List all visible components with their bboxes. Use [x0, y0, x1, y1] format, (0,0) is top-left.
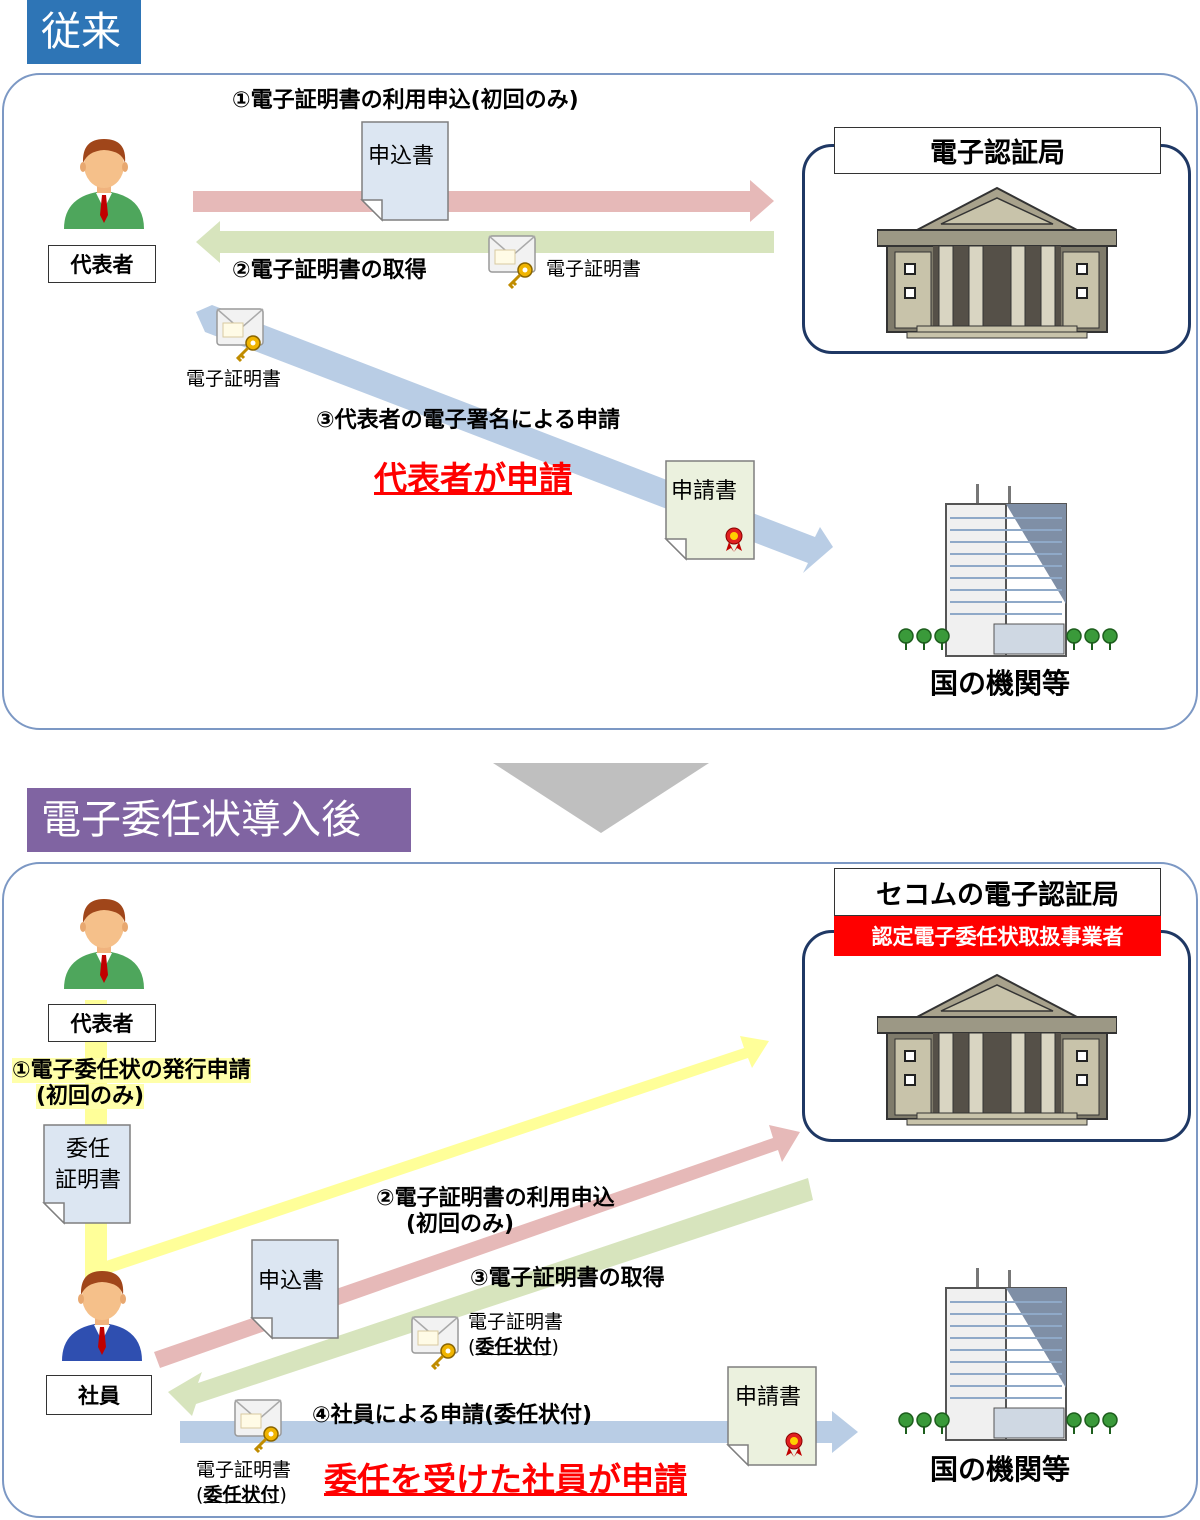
cert-label-bottom: 電子証明書 (委任状付): [196, 1458, 291, 1507]
cert-bottom-text: 委任状付: [203, 1483, 280, 1506]
arrow-obtain-after: [168, 1178, 813, 1416]
document-page-icon: [726, 1366, 817, 1467]
ca-badge: 認定電子委任状取扱事業者: [834, 916, 1161, 956]
step2-before: ②電子証明書の取得: [232, 258, 427, 283]
step2-after-line2: (初回のみ): [406, 1212, 515, 1238]
ministry-after: 国の機関等: [930, 1453, 1071, 1486]
arrow-delegation-request: [100, 1036, 769, 1275]
application-doc-before: 申請書: [671, 479, 738, 504]
step3-before: ③代表者の電子署名による申請: [316, 408, 620, 433]
businessman-icon: [62, 1271, 142, 1361]
cert-mid-open: (: [468, 1335, 476, 1358]
step3-after: ③電子証明書の取得: [470, 1266, 665, 1291]
step1-after-line1: ①電子委任状の発行申請: [12, 1058, 251, 1083]
cert-label-top: 電子証明書: [546, 258, 642, 280]
application-form-after: 申込書: [258, 1269, 325, 1294]
after-header: 電子委任状導入後: [27, 788, 411, 852]
before-header: 従来: [27, 0, 141, 64]
step4-after: ④社員による申請(委任状付): [312, 1403, 593, 1428]
cert-bottom-line1: 電子証明書: [196, 1459, 292, 1481]
certificate-key-icon: [410, 1315, 460, 1371]
cert-label-left: 電子証明書: [186, 368, 282, 390]
arrow-obtain-before: [196, 221, 774, 263]
arrow-apply-before: [193, 180, 774, 222]
arrow-submit-after: [180, 1411, 858, 1453]
application-form-before: 申込書: [368, 144, 435, 169]
step1-before: ①電子証明書の利用申込(初回のみ): [232, 88, 579, 113]
emphasis-after: 委任を受けた社員が申請: [324, 1460, 687, 1499]
step1-after-line2: (初回のみ): [36, 1084, 145, 1110]
transition-arrow: [493, 763, 709, 833]
office-tower-icon: [898, 1268, 1118, 1441]
cert-label-mid: 電子証明書 (委任状付): [468, 1310, 563, 1359]
employee-label: 社員: [46, 1375, 152, 1415]
step1-after: ①電子委任状の発行申請 (初回のみ): [12, 1058, 251, 1111]
representative-label-before: 代表者: [48, 245, 156, 283]
emphasis-before: 代表者が申請: [374, 459, 572, 498]
representative-label-after: 代表者: [48, 1004, 156, 1042]
cert-mid-line1: 電子証明書: [468, 1311, 564, 1333]
government-building-icon: [877, 974, 1117, 1126]
ca-title-before: 電子認証局: [834, 127, 1161, 174]
document-page-icon: [360, 121, 449, 222]
ca-title-after: セコムの電子認証局: [834, 868, 1161, 916]
ministry-before: 国の機関等: [930, 667, 1071, 700]
cert-mid-text: 委任状付: [475, 1335, 552, 1358]
step2-after: ②電子証明書の利用申込 (初回のみ): [376, 1186, 615, 1239]
rosette-seal-icon: [785, 1432, 803, 1458]
delegation-doc-text: 委任 証明書: [50, 1135, 126, 1197]
cert-mid-close: ): [551, 1335, 559, 1358]
document-page-icon: [250, 1239, 339, 1340]
delegation-doc-line1: 委任: [65, 1137, 110, 1162]
businessman-icon: [64, 899, 144, 989]
delegation-doc-line2: 証明書: [54, 1167, 121, 1193]
application-doc-after: 申請書: [735, 1385, 802, 1410]
document-page-icon: [42, 1124, 131, 1225]
step2-after-line1: ②電子証明書の利用申込: [376, 1186, 615, 1211]
cert-bottom-close: ): [279, 1483, 287, 1506]
cert-bottom-open: (: [196, 1483, 204, 1506]
certificate-key-icon: [233, 1398, 283, 1454]
